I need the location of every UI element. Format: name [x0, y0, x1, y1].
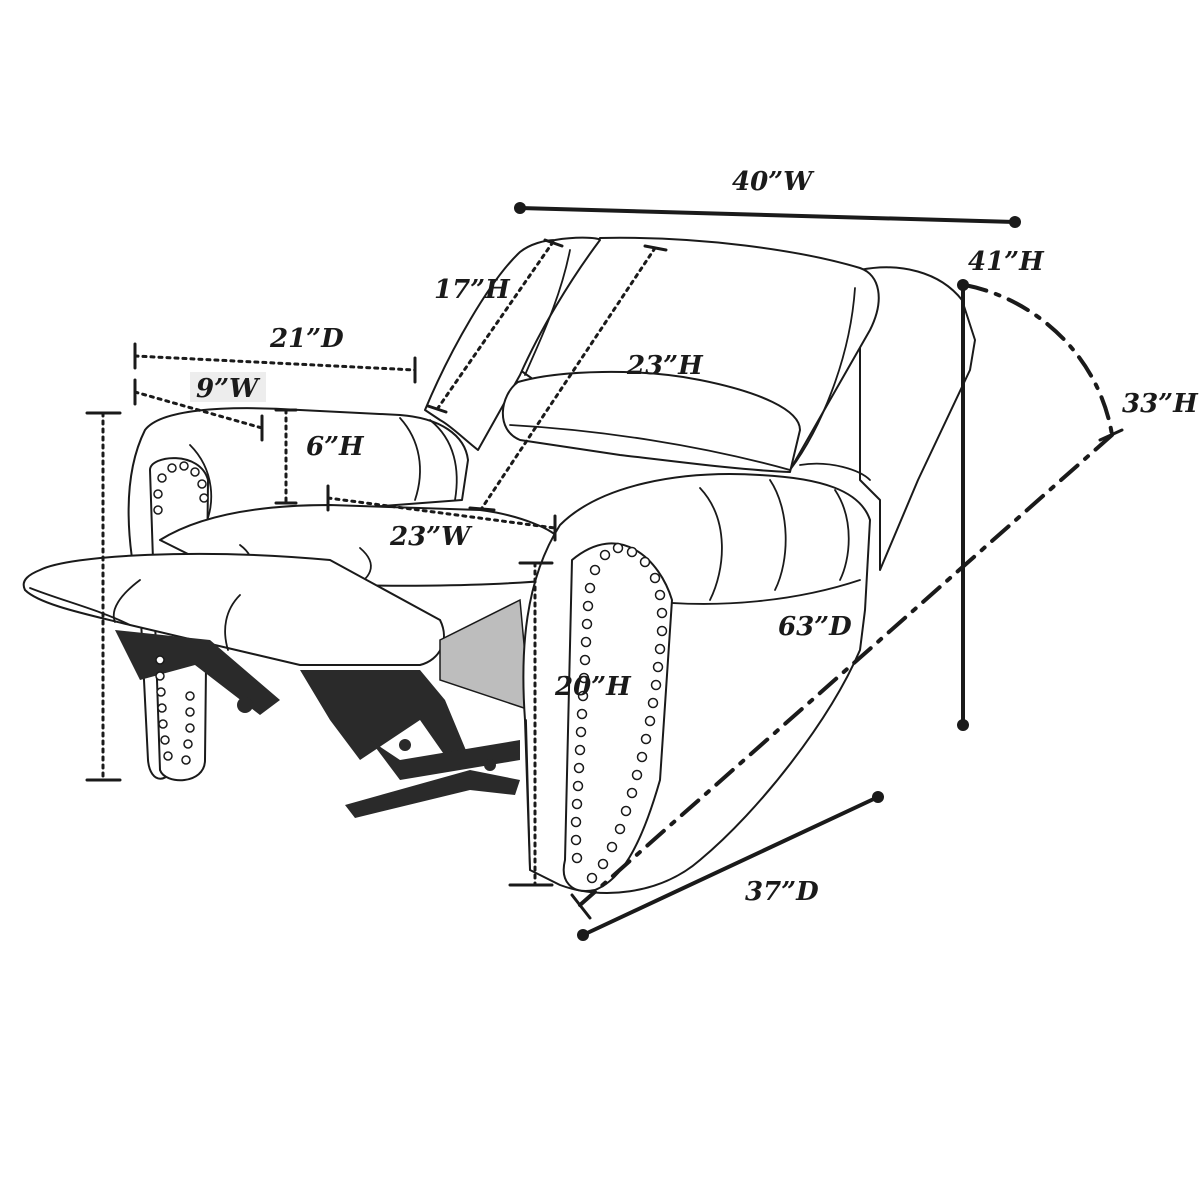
label-height: 41”H: [968, 247, 1045, 277]
back-height-line: [436, 240, 555, 410]
arm-width-label-bg: [190, 372, 266, 402]
seat-front-shadow: [439, 598, 531, 712]
seat-width-line: [326, 496, 557, 530]
recliner-illustration: [22, 236, 976, 894]
inner-back-height-line: [480, 246, 657, 510]
label-arm-height: 6”H: [306, 432, 365, 462]
head-pillow: [501, 370, 801, 473]
arm-width-line: [133, 390, 264, 430]
label-seat-width: 23”W: [389, 522, 473, 552]
label-reclined-depth: 63”D: [778, 612, 852, 642]
label-arm-depth: 21”D: [269, 324, 344, 354]
right-back-wing: [859, 266, 976, 571]
label-inner-back-height: 23”H: [626, 351, 704, 381]
dimension-lines: [85, 202, 1124, 941]
left-back-wing: [424, 236, 601, 451]
label-recline-height: 33”H: [1122, 389, 1199, 419]
label-arm-width: 9”W: [196, 374, 261, 404]
nailhead-studs: [153, 461, 668, 884]
width-dimension-line: [518, 206, 1017, 224]
label-width: 40”W: [732, 167, 815, 197]
footrest: [22, 552, 445, 666]
base-depth-line: [581, 795, 880, 937]
recline-arc-line: [963, 283, 1114, 437]
reclined-depth-line: [578, 433, 1114, 907]
label-seat-height: 20”H: [554, 672, 632, 702]
recliner-mechanism: [115, 630, 520, 818]
arm-depth-line: [133, 354, 417, 372]
label-base-depth: 37”D: [745, 877, 819, 907]
dimension-labels: 40”W 41”H 33”H 63”D 37”D 17”H 23”H 21”D …: [190, 167, 1199, 907]
label-back-height: 17”H: [434, 275, 511, 305]
